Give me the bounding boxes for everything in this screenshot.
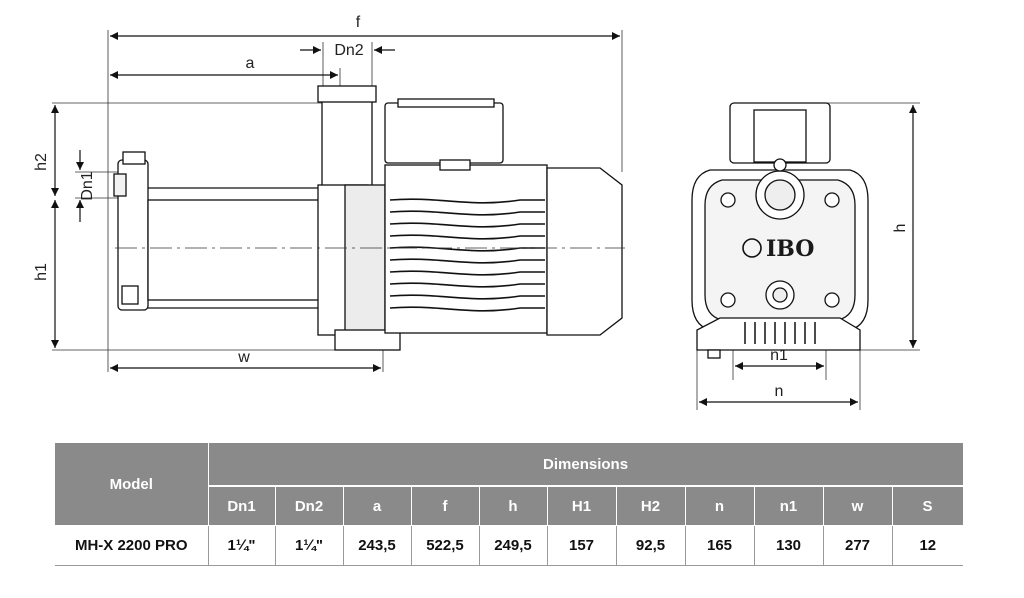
column-header-h2: H2 xyxy=(615,485,686,526)
column-header-h1: H1 xyxy=(546,485,617,526)
dim-dn2-label: Dn2 xyxy=(334,42,363,59)
table-cell: 165 xyxy=(684,525,754,566)
model-cell: MH-X 2200 PRO xyxy=(55,525,208,566)
motor-housing xyxy=(384,164,548,334)
table-cell: 1¼" xyxy=(207,525,275,566)
column-header-dn2: Dn2 xyxy=(274,485,344,526)
ibo-logo-text: IBO xyxy=(766,236,814,262)
discharge-pipe xyxy=(321,99,373,189)
table-cell: 92,5 xyxy=(615,525,685,566)
motor-cooling-fins xyxy=(389,198,545,312)
side-view: f a Dn2 h2 Dn1 h1 w xyxy=(33,14,625,372)
dim-a-label: a xyxy=(246,55,255,72)
table-cell: 277 xyxy=(822,525,892,566)
side-extension-lines xyxy=(52,30,623,372)
ibo-logo: IBO xyxy=(742,236,814,262)
table-cell: 1¼" xyxy=(274,525,343,566)
dim-w-label: w xyxy=(237,349,250,366)
pump-sleeve xyxy=(147,199,321,301)
table-cell: 12 xyxy=(891,525,964,566)
column-header-h: h xyxy=(478,485,548,526)
column-header-s: S xyxy=(891,485,964,526)
column-header-dn1: Dn1 xyxy=(207,485,276,526)
dim-h2-label: h2 xyxy=(33,153,50,171)
dimensions-table: Model Dimensions Dn1 Dn2 a f h H1 H2 n n… xyxy=(55,442,964,566)
dim-h1-label: h1 xyxy=(33,263,50,281)
column-header-n1: n1 xyxy=(753,485,824,526)
table-cell: 157 xyxy=(546,525,616,566)
table-row: MH-X 2200 PRO 1¼" 1¼" 243,5 522,5 249,5 … xyxy=(55,525,964,566)
column-header-n: n xyxy=(684,485,755,526)
dim-h-label: h xyxy=(892,224,909,233)
technical-drawing: f a Dn2 h2 Dn1 h1 w xyxy=(33,14,920,410)
column-header-w: w xyxy=(822,485,893,526)
front-feet xyxy=(696,317,861,351)
side-pump-body xyxy=(113,85,623,351)
front-view: h n1 n xyxy=(691,102,920,410)
dim-n-label: n xyxy=(775,383,784,400)
column-header-f: f xyxy=(410,485,480,526)
base-ribs xyxy=(744,322,816,344)
dim-dn1-label: Dn1 xyxy=(79,171,96,200)
front-extension-lines xyxy=(696,102,920,410)
table-cell: 522,5 xyxy=(410,525,479,566)
column-header-a: a xyxy=(342,485,412,526)
table-cell: 130 xyxy=(753,525,823,566)
table-cell: 249,5 xyxy=(478,525,547,566)
front-dimension-lines xyxy=(699,105,917,406)
model-header: Model xyxy=(55,442,209,526)
dimensions-header: Dimensions xyxy=(207,442,964,487)
side-dimension-lines xyxy=(51,32,620,372)
dim-n1-label: n1 xyxy=(770,347,788,364)
dim-f-label: f xyxy=(356,14,361,31)
terminal-box xyxy=(384,102,504,164)
table-cell: 243,5 xyxy=(342,525,411,566)
front-pump-body xyxy=(691,102,869,359)
